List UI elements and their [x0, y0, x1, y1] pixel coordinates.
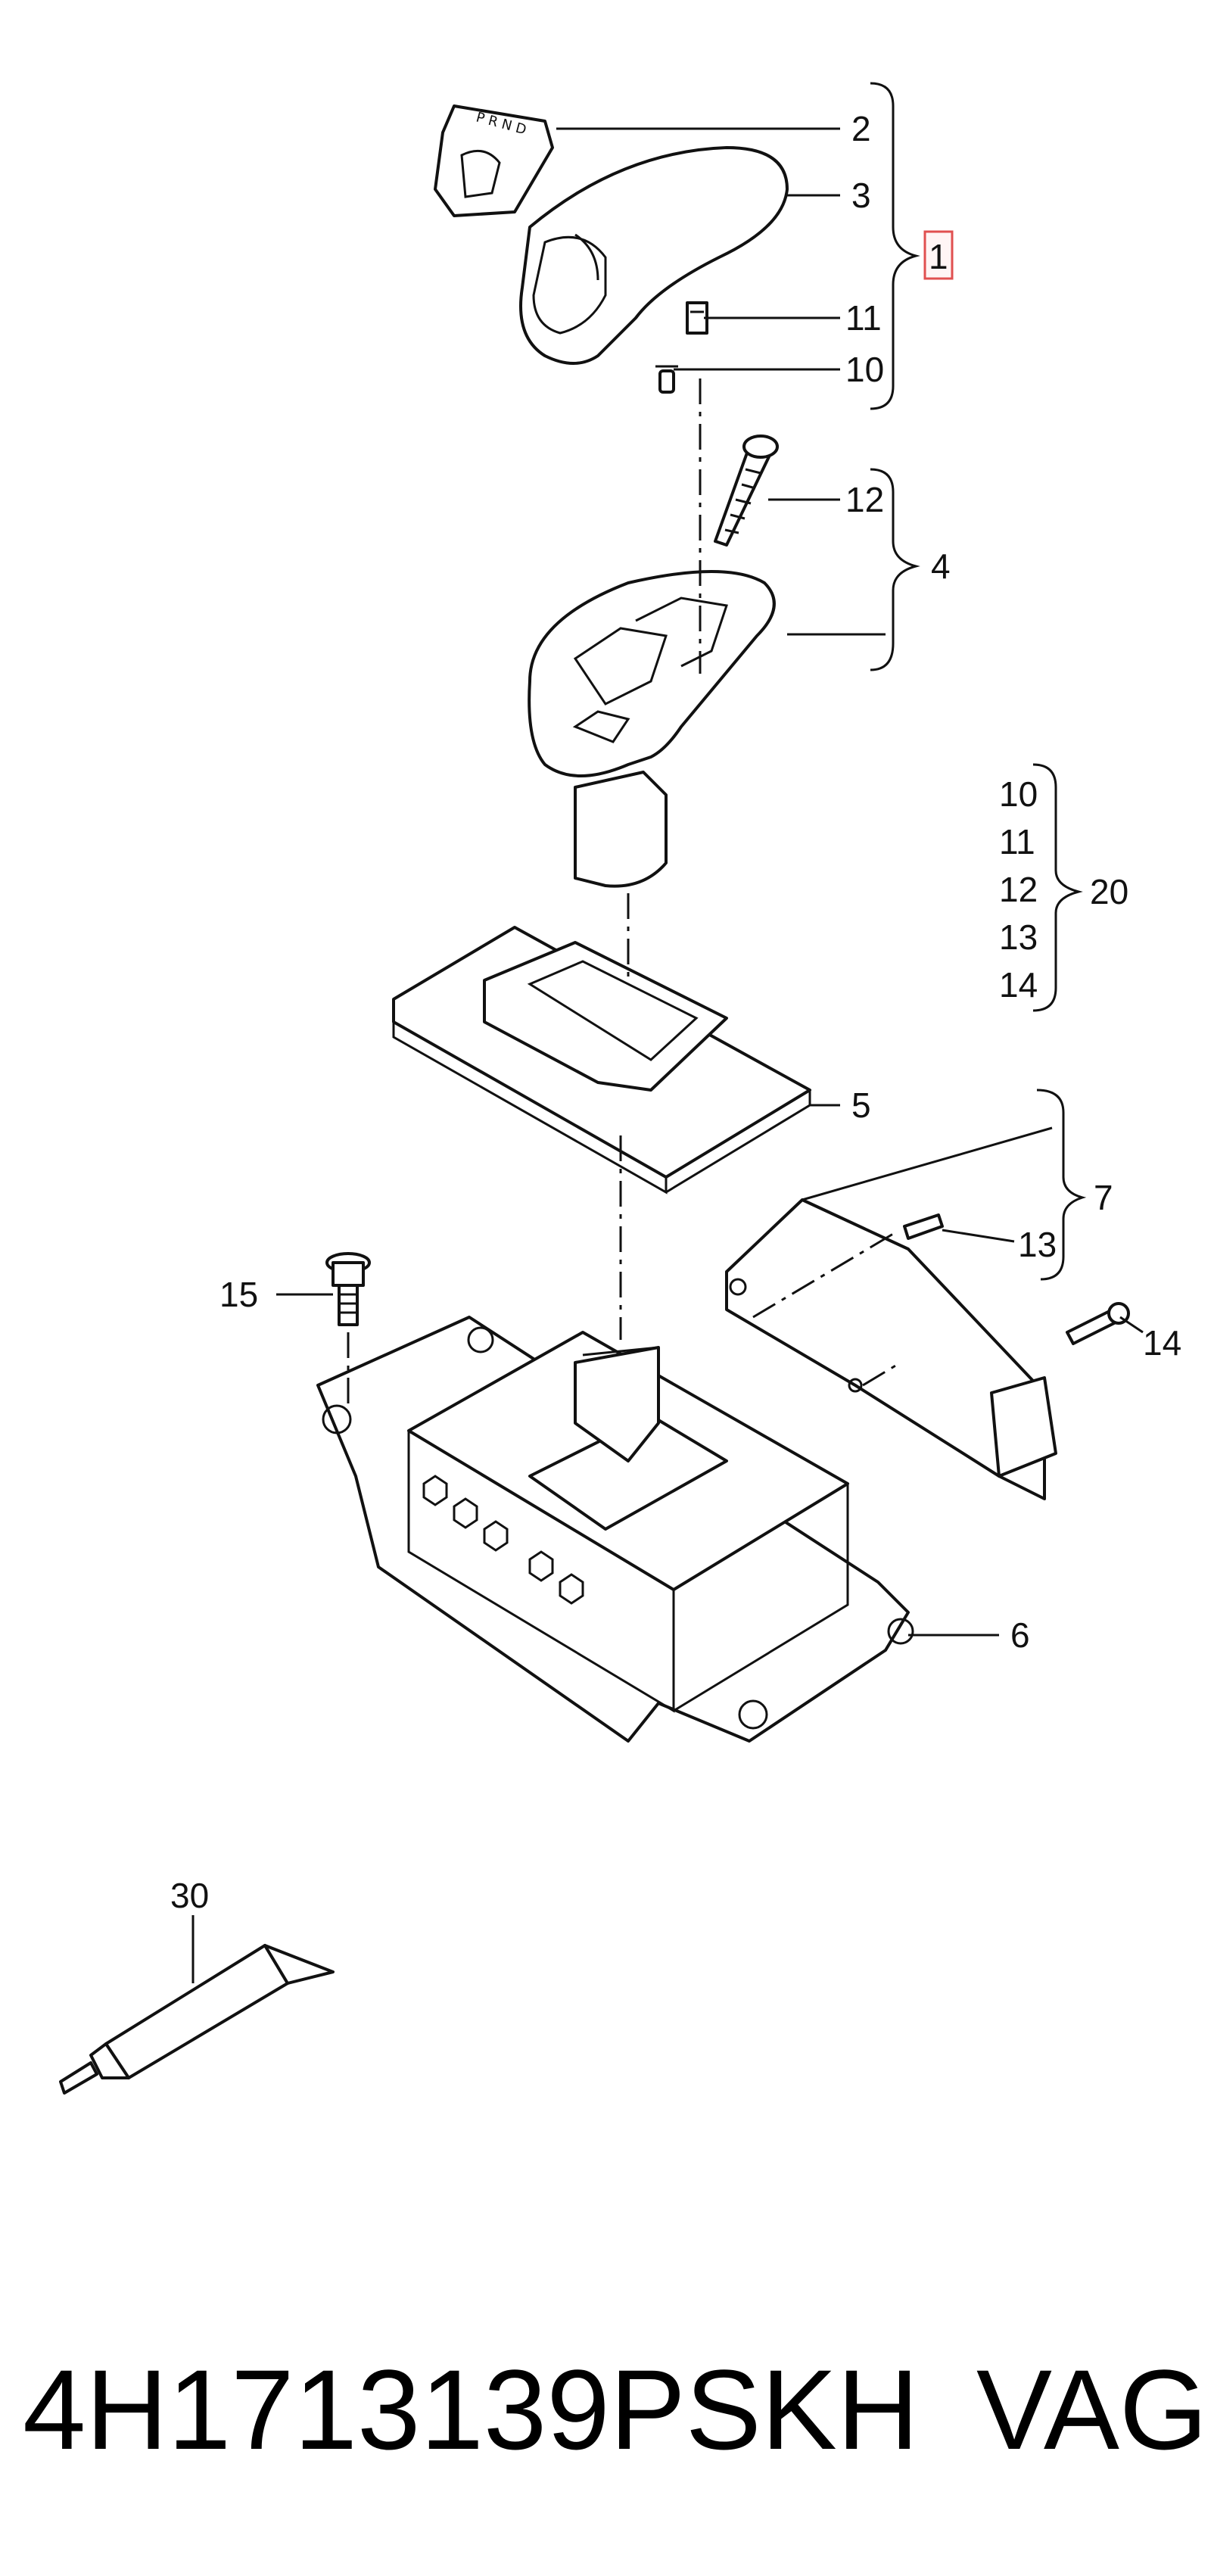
callout-20[interactable]: 20 [1090, 872, 1128, 911]
callout-2[interactable]: 2 [851, 109, 871, 148]
callout-13[interactable]: 13 [1018, 1225, 1057, 1264]
callout-30[interactable]: 30 [170, 1876, 209, 1915]
leader-lines [191, 127, 1144, 1983]
part-3-knob-cover [519, 146, 789, 365]
callout-6[interactable]: 6 [1010, 1615, 1030, 1655]
part-14-screw [1066, 1302, 1130, 1345]
assembly-lines [347, 378, 901, 1408]
part-10-screw [655, 365, 678, 394]
part-6-base-mechanism [316, 1316, 914, 1743]
callout-4[interactable]: 4 [931, 547, 951, 586]
callout-10[interactable]: 10 [845, 350, 884, 389]
part-15-screw [325, 1252, 371, 1326]
callout-15[interactable]: 15 [219, 1275, 258, 1314]
callout-11b[interactable]: 11 [999, 822, 1035, 861]
callout-14b[interactable]: 14 [999, 965, 1038, 1005]
part-2-selector-cap: P R N D [434, 104, 554, 217]
part-12-screw [714, 435, 779, 547]
callout-13b[interactable]: 13 [999, 917, 1038, 957]
part-13-pin [903, 1213, 944, 1240]
part-4-lever-housing [528, 570, 776, 888]
callout-numbers: 1 2 3 11 10 12 4 10 11 12 13 14 20 5 7 1… [170, 109, 1181, 1915]
callout-1[interactable]: 1 [929, 237, 948, 276]
callout-11[interactable]: 11 [845, 298, 882, 338]
callout-7[interactable]: 7 [1094, 1178, 1113, 1217]
callout-14[interactable]: 14 [1143, 1323, 1181, 1363]
part-7-control-module [725, 1198, 1057, 1500]
callout-5[interactable]: 5 [851, 1086, 871, 1125]
item-1-highlight-box [923, 230, 954, 280]
callout-12[interactable]: 12 [845, 480, 884, 519]
footer-brand: VAG [976, 2346, 1208, 2473]
footer-part-number: 4H1713139PSKH [23, 2346, 919, 2473]
part-30-grease-tube [59, 1944, 335, 2095]
callout-3[interactable]: 3 [851, 176, 871, 215]
callout-10b[interactable]: 10 [999, 774, 1038, 814]
callout-12b[interactable]: 12 [999, 870, 1038, 909]
part-5-trim-panel [392, 926, 811, 1195]
brackets [870, 82, 1087, 1281]
